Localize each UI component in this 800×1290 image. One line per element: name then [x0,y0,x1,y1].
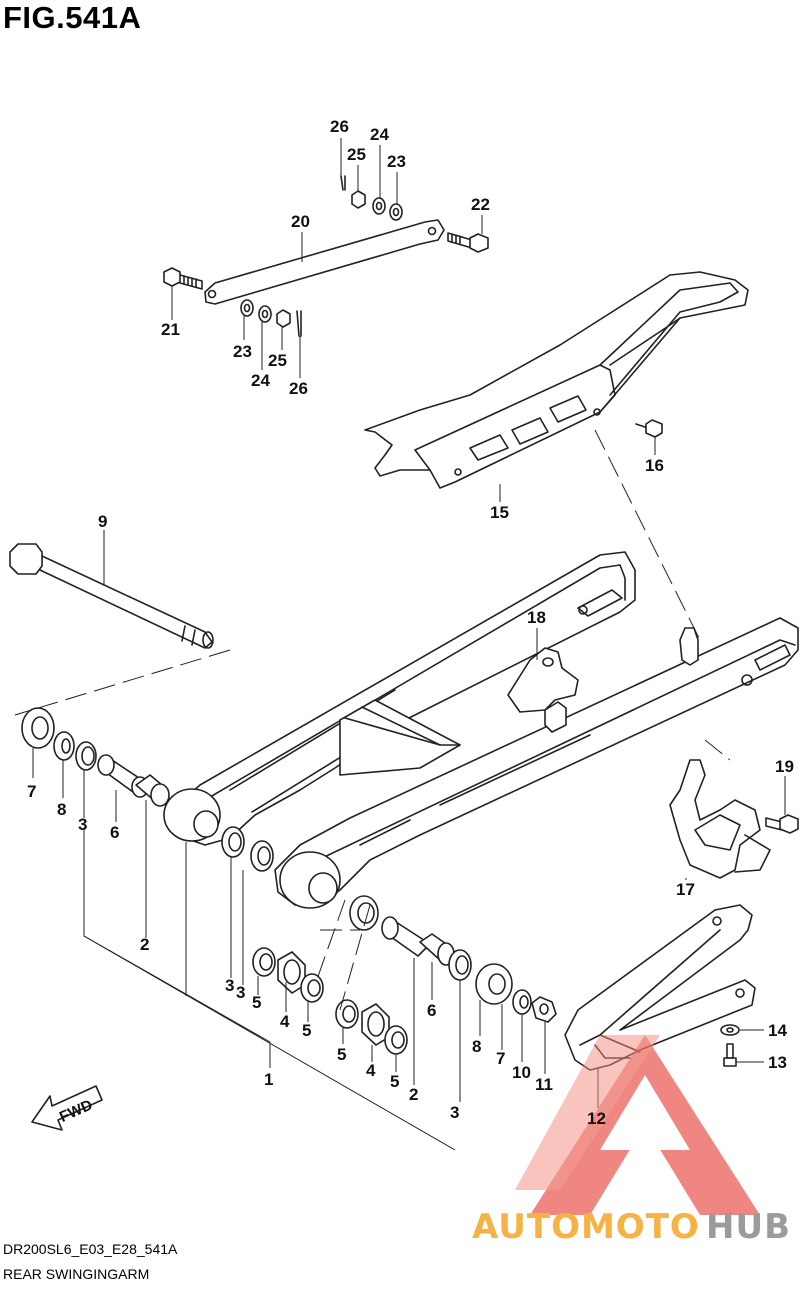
bracket-18 [507,647,579,733]
callout-5-b: 5 [302,1021,311,1040]
watermark-text-1: AUTOMOTO [472,1207,700,1247]
torque-rod [204,219,445,305]
callout-3-mid-a: 3 [225,976,234,995]
hardware-lower [240,299,302,337]
bolt-22 [447,232,489,253]
callout-25-bottom: 25 [268,351,287,370]
hardware-upper [340,175,403,221]
callout-23-bottom: 23 [233,342,252,361]
callout-15: 15 [490,503,509,522]
callout-16: 16 [645,456,664,475]
callout-8-left: 8 [57,800,66,819]
callout-8-right: 8 [472,1037,481,1056]
callout-12: 12 [587,1109,606,1128]
bolt-21 [163,267,203,290]
callout-17: 17 [676,880,695,899]
callout-9: 9 [98,512,107,531]
callout-2-left: 2 [140,935,149,954]
leader-lines [32,138,786,1151]
watermark-text-2: HUB [706,1207,791,1247]
callout-23-top: 23 [387,152,406,171]
figure-title: FIG.541A [3,0,142,35]
chain-guide-17 [669,759,771,879]
callout-20: 20 [291,212,310,231]
callout-10: 10 [512,1063,531,1082]
washer-14 [720,1024,740,1036]
callout-3-mid-b: 3 [236,983,245,1002]
figure-name: REAR SWINGINGARM [3,1266,150,1282]
callout-1: 1 [264,1070,273,1089]
callout-26-bottom: 26 [289,379,308,398]
callout-26-top: 26 [330,117,349,136]
fwd-arrow: FWD [31,1085,103,1131]
bolt-19 [765,814,799,834]
swingarm [163,551,799,909]
callout-21: 21 [161,320,180,339]
callout-13: 13 [768,1053,787,1072]
callout-7-left: 7 [27,782,36,801]
callout-4-b: 4 [366,1061,376,1080]
watermark-logo: AUTOMOTO HUB [472,1035,791,1247]
callout-24-top: 24 [370,125,389,144]
alignment-lines [14,429,731,1011]
screw-13 [723,1043,737,1067]
right-pivot-parts [381,916,557,1023]
callout-3-left: 3 [78,815,87,834]
left-pivot-parts [21,707,274,872]
screw-16 [635,419,663,438]
callout-3-right: 3 [450,1103,459,1122]
callout-14: 14 [768,1021,787,1040]
callout-5-d: 5 [390,1072,399,1091]
callout-2-right: 2 [409,1085,418,1104]
callout-19: 19 [775,757,794,776]
callouts: 26 24 25 23 22 20 21 23 25 24 26 16 15 9… [27,117,794,1128]
callout-22: 22 [471,195,490,214]
callout-4-a: 4 [280,1012,290,1031]
callout-5-c: 5 [337,1045,346,1064]
callout-5-a: 5 [252,993,261,1012]
callout-24-bottom: 24 [251,371,270,390]
callout-18: 18 [527,608,546,627]
callout-6-left: 6 [110,823,119,842]
chain-case [364,271,749,489]
callout-7-right: 7 [496,1049,505,1068]
callout-25-top: 25 [347,145,366,164]
pivot-shaft [9,543,214,649]
center-bearings [252,895,408,1055]
figure-code: DR200SL6_E03_E28_541A [3,1241,178,1257]
callout-6-right: 6 [427,1001,436,1020]
callout-11: 11 [535,1075,553,1094]
